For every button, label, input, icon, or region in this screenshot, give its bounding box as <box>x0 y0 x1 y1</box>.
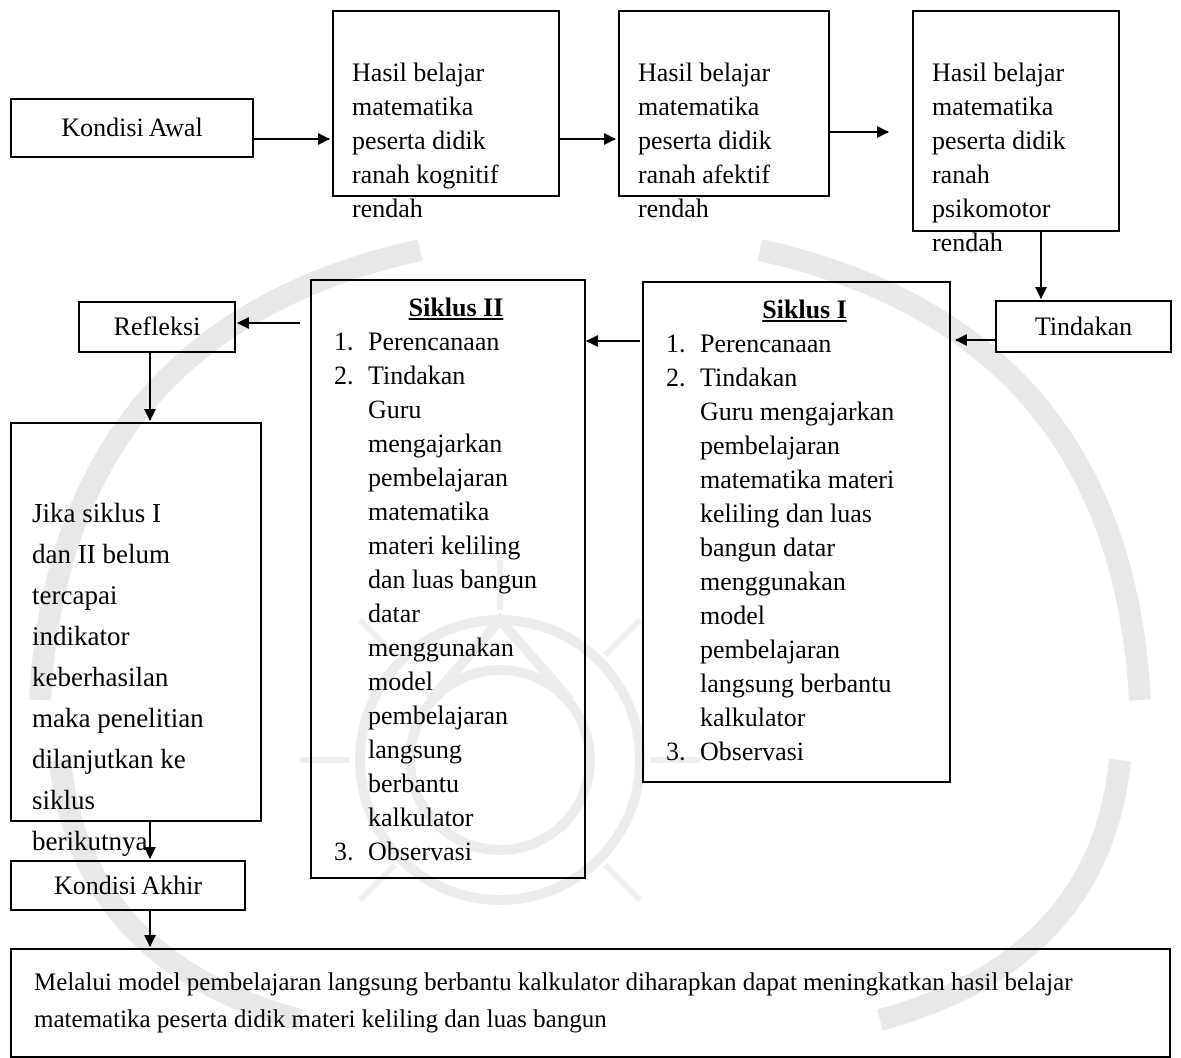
hasil-psikomotor-text: Hasil belajar matematika peserta didik r… <box>932 58 1066 257</box>
siklus2-step-label: Perencanaan <box>368 327 500 356</box>
siklus1-step-number: 1. <box>666 329 686 358</box>
siklus1-step-label: Tindakan <box>700 363 798 392</box>
hasil-afektif-box: Hasil belajar matematika peserta didik r… <box>618 10 830 223</box>
jika-box: Jika siklus I dan II belum tercapai indi… <box>10 422 262 856</box>
siklus1-step-label: Perencanaan <box>700 329 832 358</box>
siklus1-step-number: 3. <box>666 737 686 766</box>
siklus1-title: Siklus I <box>762 295 847 324</box>
siklus1-step: 3. Observasi <box>666 735 943 769</box>
siklus2-box: Siklus II 1. Perencanaan 2. Tindakan Gur… <box>310 279 586 879</box>
siklus2-title: Siklus II <box>408 293 504 322</box>
tindakan-label: Tindakan <box>1034 311 1133 341</box>
tindakan-box: Tindakan <box>995 300 1172 353</box>
siklus2-step-label: Tindakan <box>368 361 466 390</box>
siklus2-description: Guru mengajarkan pembelajaran matematika… <box>368 395 537 832</box>
hasil-kognitif-text: Hasil belajar matematika peserta didik r… <box>352 58 499 223</box>
kondisi-akhir-box: Kondisi Akhir <box>10 860 246 911</box>
siklus2-step-number: 1. <box>334 327 354 356</box>
siklus1-step-number: 2. <box>666 363 686 392</box>
kondisi-awal-label: Kondisi Awal <box>61 113 203 142</box>
siklus2-step: 1. Perencanaan <box>334 325 578 359</box>
siklus2-step-number: 3. <box>334 837 354 866</box>
refleksi-label: Refleksi <box>113 312 201 341</box>
siklus2-step: 2. Tindakan <box>334 359 578 393</box>
siklus2-step-label: Observasi <box>368 837 472 866</box>
refleksi-box: Refleksi <box>78 301 236 353</box>
kondisi-akhir-label: Kondisi Akhir <box>53 870 203 900</box>
siklus2-step-number: 2. <box>334 361 354 390</box>
hasil-afektif-text: Hasil belajar matematika peserta didik r… <box>638 58 772 223</box>
jika-text: Jika siklus I dan II belum tercapai indi… <box>32 498 204 856</box>
siklus1-step: 1. Perencanaan <box>666 327 943 361</box>
hasil-psikomotor-box: Hasil belajar matematika peserta didik r… <box>912 10 1120 257</box>
kondisi-awal-box: Kondisi Awal <box>10 98 254 158</box>
siklus1-description: Guru mengajarkan pembelajaran matematika… <box>700 397 895 732</box>
kesimpulan-text: Melalui model pembelajaran langsung berb… <box>34 969 1073 1033</box>
siklus1-step-label: Observasi <box>700 737 804 766</box>
siklus2-step: 3. Observasi <box>334 835 578 869</box>
siklus1-box: Siklus I 1. Perencanaan 2. Tindakan Guru… <box>642 281 951 783</box>
hasil-kognitif-box: Hasil belajar matematika peserta didik r… <box>332 10 560 223</box>
siklus1-step: 2. Tindakan <box>666 361 943 395</box>
kesimpulan-box: Melalui model pembelajaran langsung berb… <box>10 948 1171 1058</box>
